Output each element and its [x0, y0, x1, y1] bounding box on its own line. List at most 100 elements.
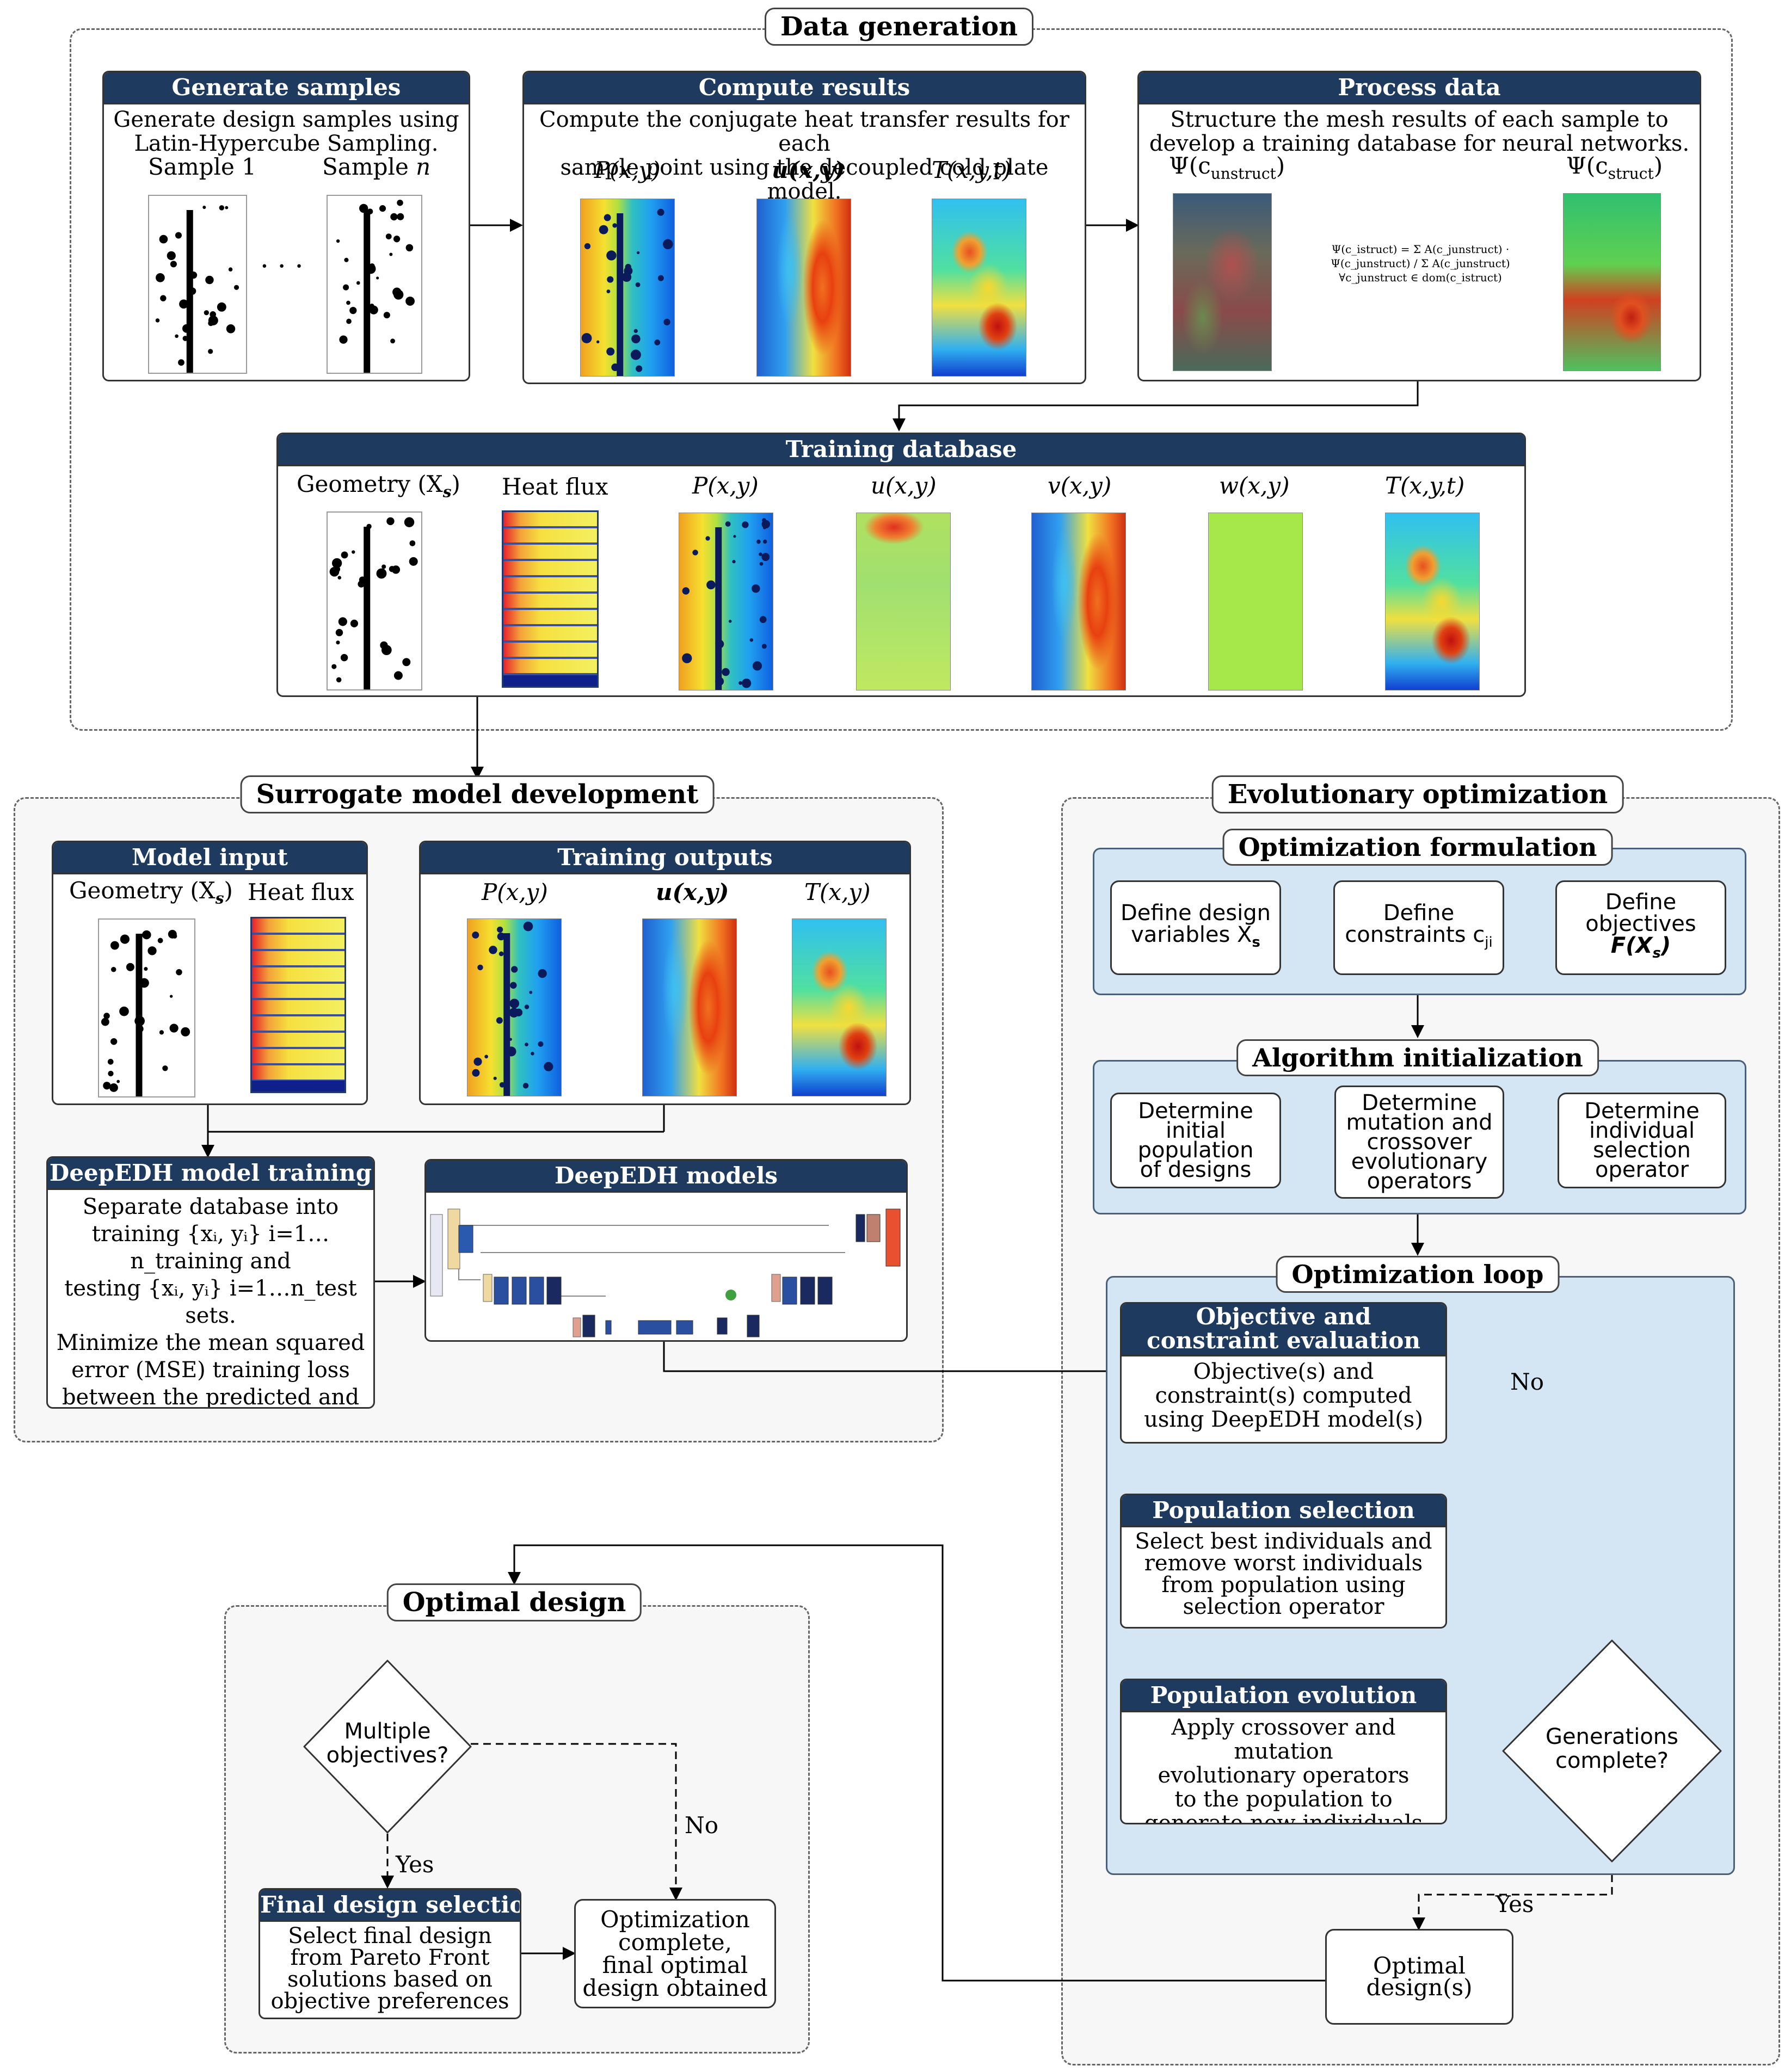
population-evolution-card: Population evolution Apply crossover and… — [1120, 1679, 1447, 1824]
db-geometry-image — [327, 511, 422, 690]
eval-text-line: using DeepEDH model(s) — [1144, 1407, 1423, 1432]
sample-1-geometry — [148, 195, 247, 374]
generate-samples-text: Generate design samples using — [113, 107, 459, 132]
final-design-selection-card: Final design selection Select final desi… — [259, 1888, 521, 2019]
loop-yes-label: Yes — [1495, 1891, 1534, 1917]
deepedh-models-header: DeepEDH models — [426, 1161, 906, 1193]
compute-label-velocity: u(x,y) — [772, 157, 845, 183]
db-label-t: T(x,y,t) — [1385, 472, 1465, 499]
training-text-line: Minimize the mean squared — [56, 1330, 365, 1355]
optimization-formulation-title: Optimization formulation — [1222, 829, 1613, 866]
process-data-text: Structure the mesh results of each sampl… — [1170, 107, 1669, 132]
init-text-line: mutation and — [1346, 1110, 1493, 1135]
complete-text-line: complete, — [618, 1928, 732, 1956]
evolution-text-line: Apply crossover and mutation — [1171, 1715, 1396, 1764]
init-text-line: operators — [1367, 1169, 1472, 1194]
output-temperature-image — [792, 918, 887, 1096]
algorithm-initialization-title: Algorithm initialization — [1236, 1039, 1599, 1076]
output-pressure-image — [467, 918, 562, 1096]
selection-text-line: selection operator — [1183, 1594, 1384, 1619]
input-heat-flux-image — [250, 917, 346, 1093]
objective-evaluation-header: Objective and — [1196, 1303, 1371, 1330]
define-constraints-box: Define constraints cji — [1333, 880, 1504, 975]
sample-n-label: Sample n — [322, 153, 431, 180]
samples-ellipsis: · · · — [260, 250, 304, 282]
selection-text-line: from population using — [1161, 1572, 1406, 1598]
compute-results-text: Compute the conjugate heat transfer resu… — [539, 107, 1069, 156]
optimal-designs-box: Optimal design(s) — [1325, 1929, 1513, 2025]
db-label-w: w(x,y) — [1219, 472, 1290, 499]
sample-1-label: Sample 1 — [148, 153, 256, 180]
group-title-evolutionary: Evolutionary optimization — [1211, 775, 1624, 813]
input-label-geometry: Geometry (Xs) — [69, 877, 233, 908]
selection-text-line: remove worst individuals — [1144, 1551, 1423, 1576]
init-text-line: operator — [1595, 1157, 1689, 1182]
deepedh-models-card: DeepEDH models — [424, 1159, 908, 1342]
db-w-image — [1208, 513, 1303, 690]
init-text-line: Determine — [1362, 1090, 1477, 1115]
init-text-line: individual — [1589, 1118, 1695, 1143]
db-label-u: u(x,y) — [871, 472, 937, 499]
decision-text-line: Generations — [1546, 1724, 1678, 1749]
complete-text-line: design obtained — [582, 1974, 768, 2001]
deepedh-training-header: DeepEDH model training — [48, 1158, 373, 1190]
init-text-line: crossover — [1367, 1130, 1472, 1155]
init-text-line: population — [1137, 1138, 1254, 1163]
training-text-line: Separate database into — [82, 1194, 339, 1219]
compute-results-text: sample point using the decoupled cold pl… — [560, 155, 1049, 204]
evolution-text-line: to the population to — [1174, 1787, 1393, 1812]
optimization-loop-title: Optimization loop — [1276, 1256, 1560, 1293]
output-label-p: P(x,y) — [482, 879, 548, 905]
compute-label-pressure: P(x,y) — [594, 157, 661, 183]
multiple-no-label: No — [685, 1812, 719, 1839]
db-v-image — [1031, 513, 1126, 690]
final-text-line: objective preferences — [270, 1989, 509, 2014]
init-text-line: initial — [1166, 1118, 1226, 1143]
init-text-line: evolutionary — [1351, 1149, 1488, 1174]
objective-evaluation-header: constraint evaluation — [1147, 1327, 1420, 1354]
db-heat-flux-image — [502, 510, 599, 688]
evolution-text-line: generate new individuals — [1144, 1811, 1423, 1824]
pressure-field-image — [580, 199, 675, 377]
output-label-u: u(x,y) — [656, 879, 729, 905]
generate-samples-text: Latin-Hypercube Sampling. — [134, 131, 439, 156]
input-geometry-image — [98, 918, 195, 1097]
define-objectives-box: Define objectives F(Xs) — [1555, 880, 1726, 975]
db-label-heat-flux: Heat flux — [502, 473, 608, 500]
population-selection-card: Population selection Select best individ… — [1120, 1494, 1447, 1629]
model-input-header: Model input — [53, 842, 366, 874]
psi-unstruct-label: Ψ(cunstruct) — [1169, 152, 1285, 183]
complete-text-line: final optimal — [602, 1951, 748, 1978]
decision-text-line: Multiple — [344, 1719, 431, 1744]
evolution-text-line: evolutionary operators — [1158, 1763, 1410, 1788]
final-text-line: from Pareto Front — [290, 1945, 490, 1970]
input-label-heat-flux: Heat flux — [248, 879, 354, 905]
compute-results-header: Compute results — [524, 72, 1085, 104]
process-data-text: develop a training database for neural n… — [1149, 131, 1690, 156]
generations-complete-decision — [1502, 1639, 1722, 1863]
init-text-line: Determine — [1584, 1099, 1700, 1124]
unstructured-mesh-image — [1173, 193, 1272, 371]
db-label-v: v(x,y) — [1048, 472, 1112, 499]
multiple-yes-label: Yes — [396, 1851, 434, 1878]
temperature-field-image — [932, 199, 1026, 377]
process-data-header: Process data — [1139, 72, 1700, 104]
training-text-line: training {xᵢ, yᵢ} i=1…n_training and — [91, 1222, 330, 1274]
group-title-data-generation: Data generation — [765, 8, 1033, 46]
compute-label-temperature: T(x,y,t) — [932, 157, 1012, 183]
final-text-line: solutions based on — [287, 1967, 493, 1992]
interpolation-formula: Ψ(c_istruct) = Σ A(c_junstruct) · Ψ(c_ju… — [1331, 243, 1510, 284]
eval-text-line: Objective(s) and — [1193, 1359, 1374, 1384]
training-database-header: Training database — [278, 434, 1524, 466]
final-design-selection-header: Final design selection — [260, 1890, 520, 1922]
db-label-geometry: Geometry (Xs) — [297, 471, 460, 501]
objective-evaluation-card: Objective and constraint evaluation Obje… — [1120, 1302, 1447, 1444]
group-title-surrogate: Surrogate model development — [240, 775, 715, 813]
init-text-line: selection — [1593, 1138, 1691, 1163]
decision-text-line: complete? — [1555, 1748, 1669, 1773]
